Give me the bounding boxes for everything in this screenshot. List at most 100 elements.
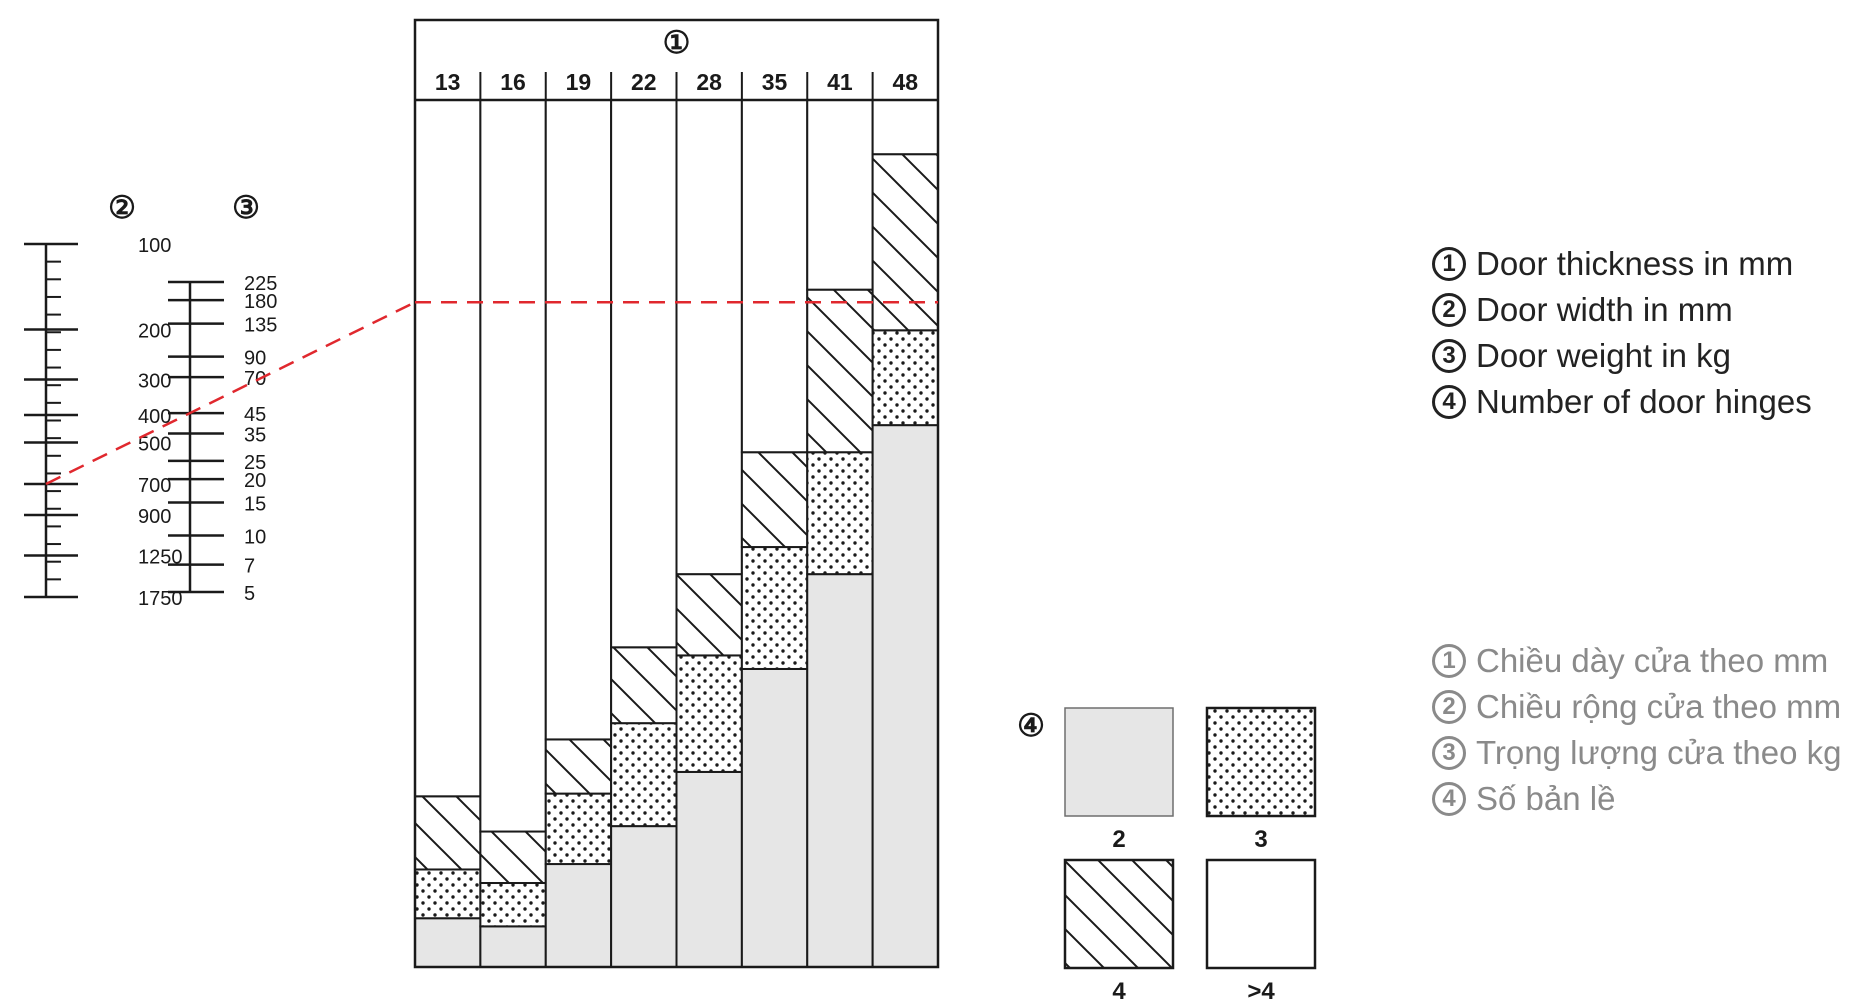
- legend-vi-weight: 3 Trọng lượng cửa theo kg: [1432, 734, 1841, 772]
- width-tick-label: 1750: [138, 588, 183, 610]
- width-tick-label: 200: [138, 320, 171, 342]
- legend-text: Door thickness in mm: [1476, 245, 1794, 282]
- segment-more-than-4-hinges: [871, 99, 939, 156]
- bars-layer: [414, 99, 939, 969]
- weight-tick-label: 35: [244, 425, 266, 447]
- segment-more-than-4-hinges: [740, 99, 809, 454]
- segment-4-hinges: [740, 451, 809, 549]
- width-tick-label: 1250: [138, 547, 183, 569]
- width-tick-label: 500: [138, 433, 171, 455]
- chart-outline: [413, 18, 940, 969]
- width-tick-label: 700: [138, 475, 171, 497]
- segment-3-hinges: [871, 329, 939, 427]
- thickness-tick-label: 13: [435, 69, 461, 95]
- legend-number-badge: 3: [1432, 339, 1466, 373]
- segment-more-than-4-hinges: [544, 99, 613, 741]
- thickness-tick-label: 48: [893, 69, 919, 95]
- thickness-tick-label: 35: [762, 69, 788, 95]
- hinge-swatch-label: 2: [1112, 826, 1125, 853]
- legend-vi-thickness: 1 Chiều dày cửa theo mm: [1432, 642, 1828, 680]
- segment-2-hinges: [871, 424, 939, 968]
- legend-number-badge: 1: [1432, 247, 1466, 281]
- width-tick-label: 900: [138, 506, 171, 528]
- segment-4-hinges: [544, 738, 613, 795]
- thickness-tick-label: 28: [696, 69, 722, 95]
- weight-tick-label: 25: [244, 452, 266, 474]
- segment-2-hinges: [740, 667, 809, 968]
- weight-tick-label: 90: [244, 348, 266, 370]
- legend-number-badge: 2: [1432, 690, 1466, 724]
- weight-tick-label: 70: [244, 368, 266, 390]
- width-scale-marker: ②: [108, 190, 136, 225]
- guide-diagonal: [45, 301, 416, 486]
- hinge-swatch-blank: [1205, 858, 1317, 970]
- weight-tick-label: 5: [244, 583, 255, 605]
- weight-tick-label: 15: [244, 494, 266, 516]
- segment-2-hinges: [610, 825, 678, 968]
- weight-tick-label: 180: [244, 291, 277, 313]
- hinge-swatch-hatch: [1063, 858, 1175, 970]
- weight-tick-label: 45: [244, 404, 266, 426]
- segment-2-hinges: [806, 573, 874, 968]
- segment-4-hinges: [414, 795, 482, 871]
- legend-en-thickness: 1 Door thickness in mm: [1432, 245, 1793, 283]
- legend-vi-width: 2 Chiều rộng cửa theo mm: [1432, 688, 1841, 726]
- thickness-tick-label: 16: [500, 69, 526, 95]
- segment-3-hinges: [806, 451, 874, 576]
- weight-tick-label: 135: [244, 315, 277, 337]
- legend-number-badge: 4: [1432, 782, 1466, 816]
- segment-4-hinges: [479, 830, 547, 885]
- hinge-legend-marker: ④: [1017, 708, 1045, 743]
- segment-more-than-4-hinges: [806, 99, 874, 291]
- segment-more-than-4-hinges: [414, 99, 482, 798]
- segment-4-hinges: [806, 288, 874, 454]
- thickness-tick-label: 22: [631, 69, 657, 95]
- legend-en-hinges: 4 Number of door hinges: [1432, 383, 1812, 421]
- legend-text: Number of door hinges: [1476, 383, 1812, 420]
- segment-2-hinges: [544, 863, 613, 969]
- weight-tick-label: 7: [244, 556, 255, 578]
- segment-2-hinges: [479, 925, 547, 968]
- segment-4-hinges: [610, 646, 678, 725]
- segment-2-hinges: [675, 770, 743, 968]
- segment-more-than-4-hinges: [610, 99, 678, 649]
- segment-more-than-4-hinges: [479, 99, 547, 833]
- hinge-swatch-label: >4: [1247, 978, 1275, 1005]
- segment-more-than-4-hinges: [675, 99, 743, 576]
- legend-text: Chiều dày cửa theo mm: [1476, 642, 1829, 679]
- segment-2-hinges: [414, 917, 482, 969]
- legend-vi-hinges: 4 Số bản lề: [1432, 780, 1615, 818]
- legend-en-width: 2 Door width in mm: [1432, 291, 1733, 329]
- thickness-tick-label: 41: [827, 69, 853, 95]
- width-tick-label: 400: [138, 406, 171, 428]
- weight-tick-label: 10: [244, 527, 266, 549]
- weight-tick-label: 225: [244, 273, 277, 295]
- segment-3-hinges: [675, 654, 743, 773]
- segment-3-hinges: [740, 546, 809, 670]
- legend-text: Door width in mm: [1476, 291, 1733, 328]
- segment-3-hinges: [544, 792, 613, 866]
- segment-3-hinges: [414, 868, 482, 920]
- thickness-axis-marker: ①: [663, 25, 691, 60]
- legend-number-badge: 2: [1432, 293, 1466, 327]
- legend-number-badge: 1: [1432, 644, 1466, 678]
- weight-scale-marker: ③: [232, 190, 260, 225]
- legend-number-badge: 4: [1432, 385, 1466, 419]
- segment-4-hinges: [675, 573, 743, 657]
- legend-text: Số bản lề: [1476, 780, 1616, 817]
- legend-text: Trọng lượng cửa theo kg: [1476, 734, 1842, 771]
- legend-en-weight: 3 Door weight in kg: [1432, 337, 1731, 375]
- hinge-swatch-dots: [1205, 706, 1317, 818]
- weight-tick-label: 20: [244, 470, 266, 492]
- segment-3-hinges: [610, 722, 678, 828]
- example-guide-line: [45, 300, 938, 486]
- thickness-tick-label: 19: [566, 69, 592, 95]
- segment-3-hinges: [479, 882, 547, 928]
- legend-text: Chiều rộng cửa theo mm: [1476, 688, 1842, 725]
- width-tick-label: 100: [138, 235, 171, 257]
- legend-text: Door weight in kg: [1476, 337, 1731, 374]
- width-tick-label: 300: [138, 370, 171, 392]
